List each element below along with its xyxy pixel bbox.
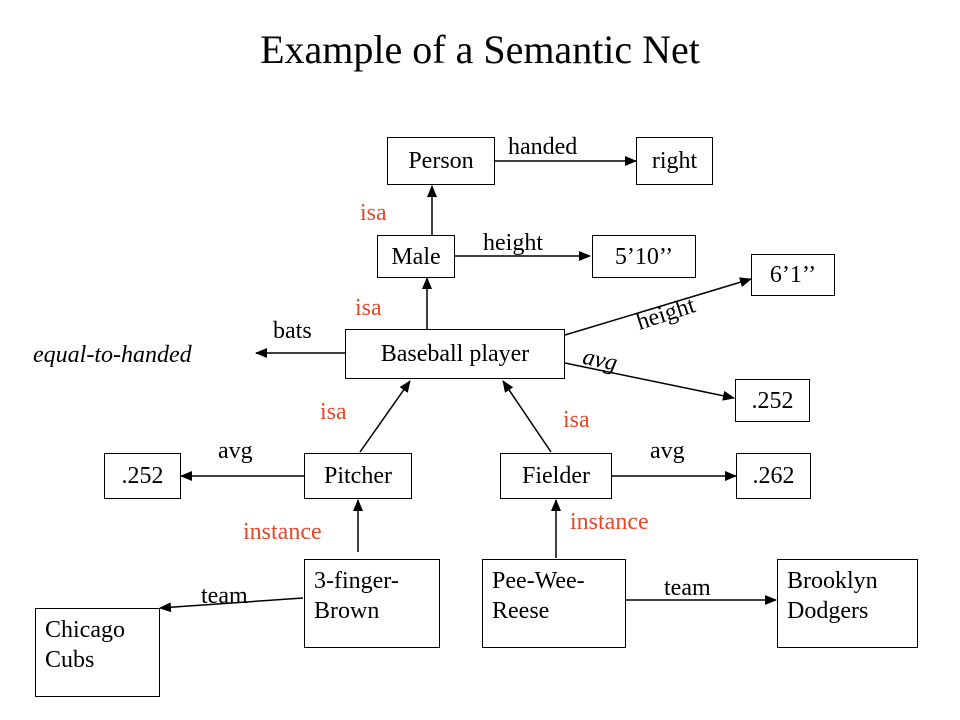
- node-height-player: 6’1’’: [751, 254, 835, 296]
- label-handed: handed: [508, 134, 578, 160]
- node-right: right: [636, 137, 713, 185]
- label-team-reese: team: [664, 575, 711, 601]
- node-person: Person: [387, 137, 495, 185]
- label-avg-pitcher: avg: [218, 438, 253, 464]
- label-isa-male-person: isa: [360, 200, 387, 226]
- node-male: Male: [377, 235, 455, 278]
- edge-team-brown: [159, 597, 304, 613]
- label-team-brown: team: [201, 583, 248, 609]
- label-isa-player-male: isa: [355, 295, 382, 321]
- node-pee-wee-reese: Pee-Wee- Reese: [482, 559, 626, 648]
- edge-avg-player: [564, 362, 735, 401]
- label-equal-to-handed: equal-to-handed: [33, 342, 192, 368]
- label-instance-brown: instance: [243, 519, 322, 545]
- node-fielder-avg: .262: [736, 453, 811, 499]
- node-player-avg: .252: [735, 379, 810, 422]
- diagram-title: Example of a Semantic Net: [260, 27, 700, 72]
- node-pitcher: Pitcher: [304, 453, 412, 499]
- node-baseball-player: Baseball player: [345, 329, 565, 379]
- node-pitcher-avg: .252: [104, 453, 181, 499]
- label-isa-pitcher: isa: [320, 399, 347, 425]
- label-instance-reese: instance: [570, 509, 649, 535]
- label-height-male: height: [483, 230, 543, 256]
- label-bats: bats: [273, 318, 312, 344]
- label-avg-fielder: avg: [650, 438, 685, 464]
- node-fielder: Fielder: [500, 453, 612, 499]
- node-chicago-cubs: Chicago Cubs: [35, 608, 160, 697]
- node-brooklyn-dodgers: Brooklyn Dodgers: [777, 559, 918, 648]
- edge-isa-pitcher: [359, 380, 411, 453]
- node-three-finger-brown: 3-finger- Brown: [304, 559, 440, 648]
- label-isa-fielder: isa: [563, 407, 590, 433]
- edge-height-player: [564, 277, 752, 336]
- node-height-male: 5’10’’: [592, 235, 696, 278]
- edge-isa-fielder: [502, 380, 552, 453]
